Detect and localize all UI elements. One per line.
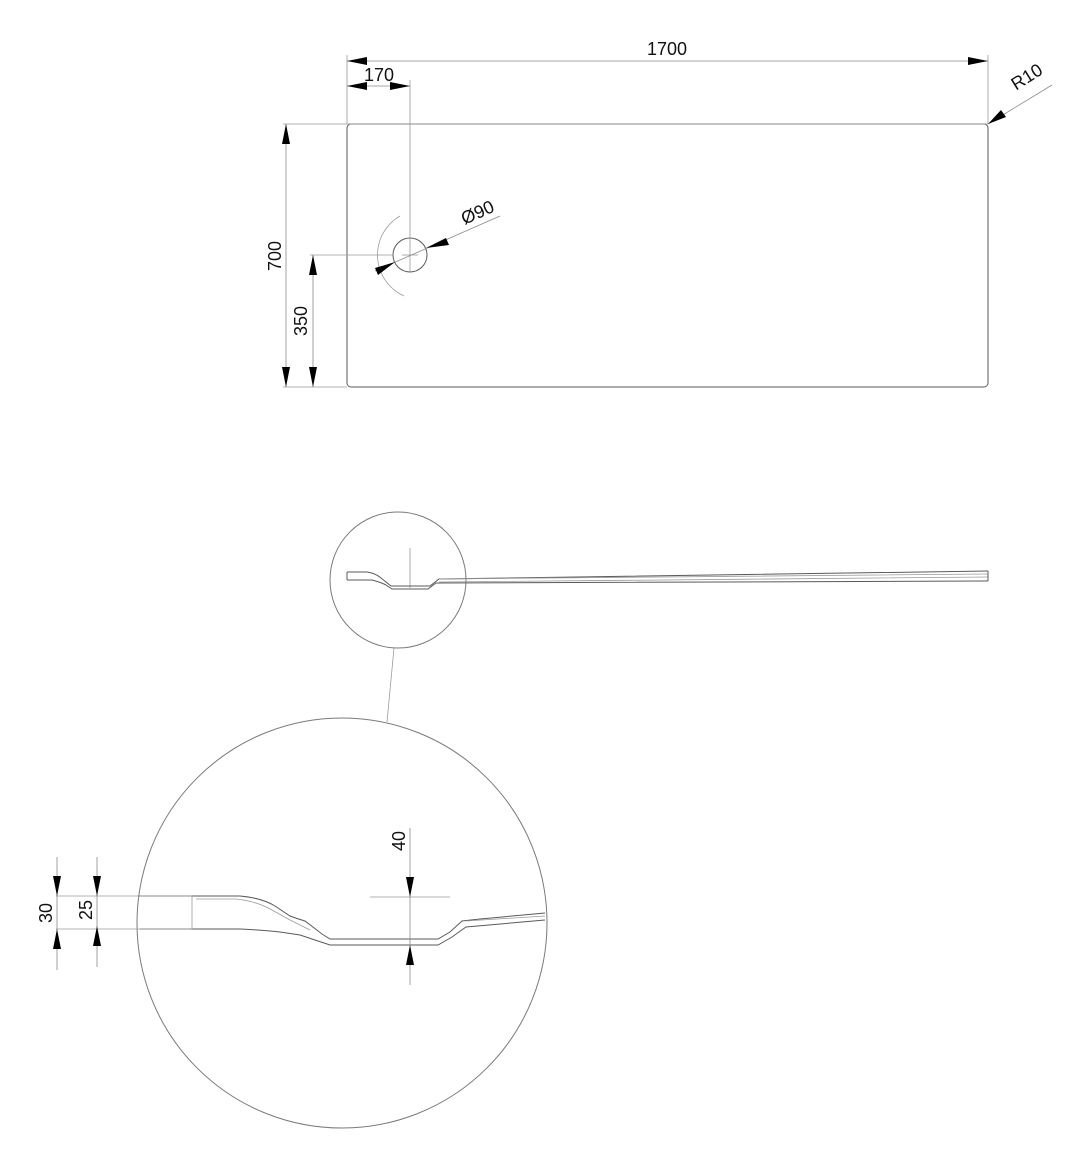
dimension-rim-height-outer: 30: [36, 857, 61, 970]
dimension-label-rim-height-inner: 25: [76, 900, 96, 920]
dimension-overall-width: 700: [265, 124, 290, 387]
plan-view: 1700 170 R10 Ø90 700: [265, 39, 1053, 388]
side-view: [329, 511, 989, 723]
dimension-corner-radius: R10: [987, 60, 1053, 125]
dimension-overall-length: 1700: [347, 39, 988, 65]
detail-marker-circle: [329, 511, 467, 649]
detail-view: 40 30 25: [36, 717, 548, 1129]
dimension-drain-depth: 40: [389, 828, 414, 985]
dimension-label-corner-radius: R10: [1008, 60, 1047, 94]
dimension-label-rim-height-outer: 30: [36, 903, 56, 923]
dimension-label-drain-depth: 40: [389, 831, 409, 851]
detail-leader-line: [386, 647, 395, 723]
detail-profile-top: [138, 895, 546, 940]
dimension-drain-offset-x: 170: [347, 65, 410, 90]
detail-profile-bottom: [140, 919, 546, 946]
dimension-label-drain-offset-y: 350: [291, 306, 311, 336]
tray-outline: [346, 123, 989, 388]
dimension-label-overall-length: 1700: [647, 39, 687, 59]
dimension-label-drain-diameter: Ø90: [458, 196, 497, 228]
drain-arc: [377, 215, 405, 297]
tray-profile-top: [347, 570, 989, 587]
detail-profile-inner: [191, 896, 546, 931]
tray-profile-inner-slope: [438, 573, 989, 583]
dimension-drain-diameter: Ø90: [374, 196, 501, 275]
dimension-label-overall-width: 700: [265, 241, 285, 271]
dimension-rim-height-inner: 25: [76, 857, 101, 967]
dimension-label-drain-offset-x: 170: [364, 65, 394, 85]
dimension-drain-offset-y: 350: [291, 255, 317, 387]
detail-circle: [136, 717, 548, 1129]
tray-profile-bottom: [347, 579, 989, 590]
